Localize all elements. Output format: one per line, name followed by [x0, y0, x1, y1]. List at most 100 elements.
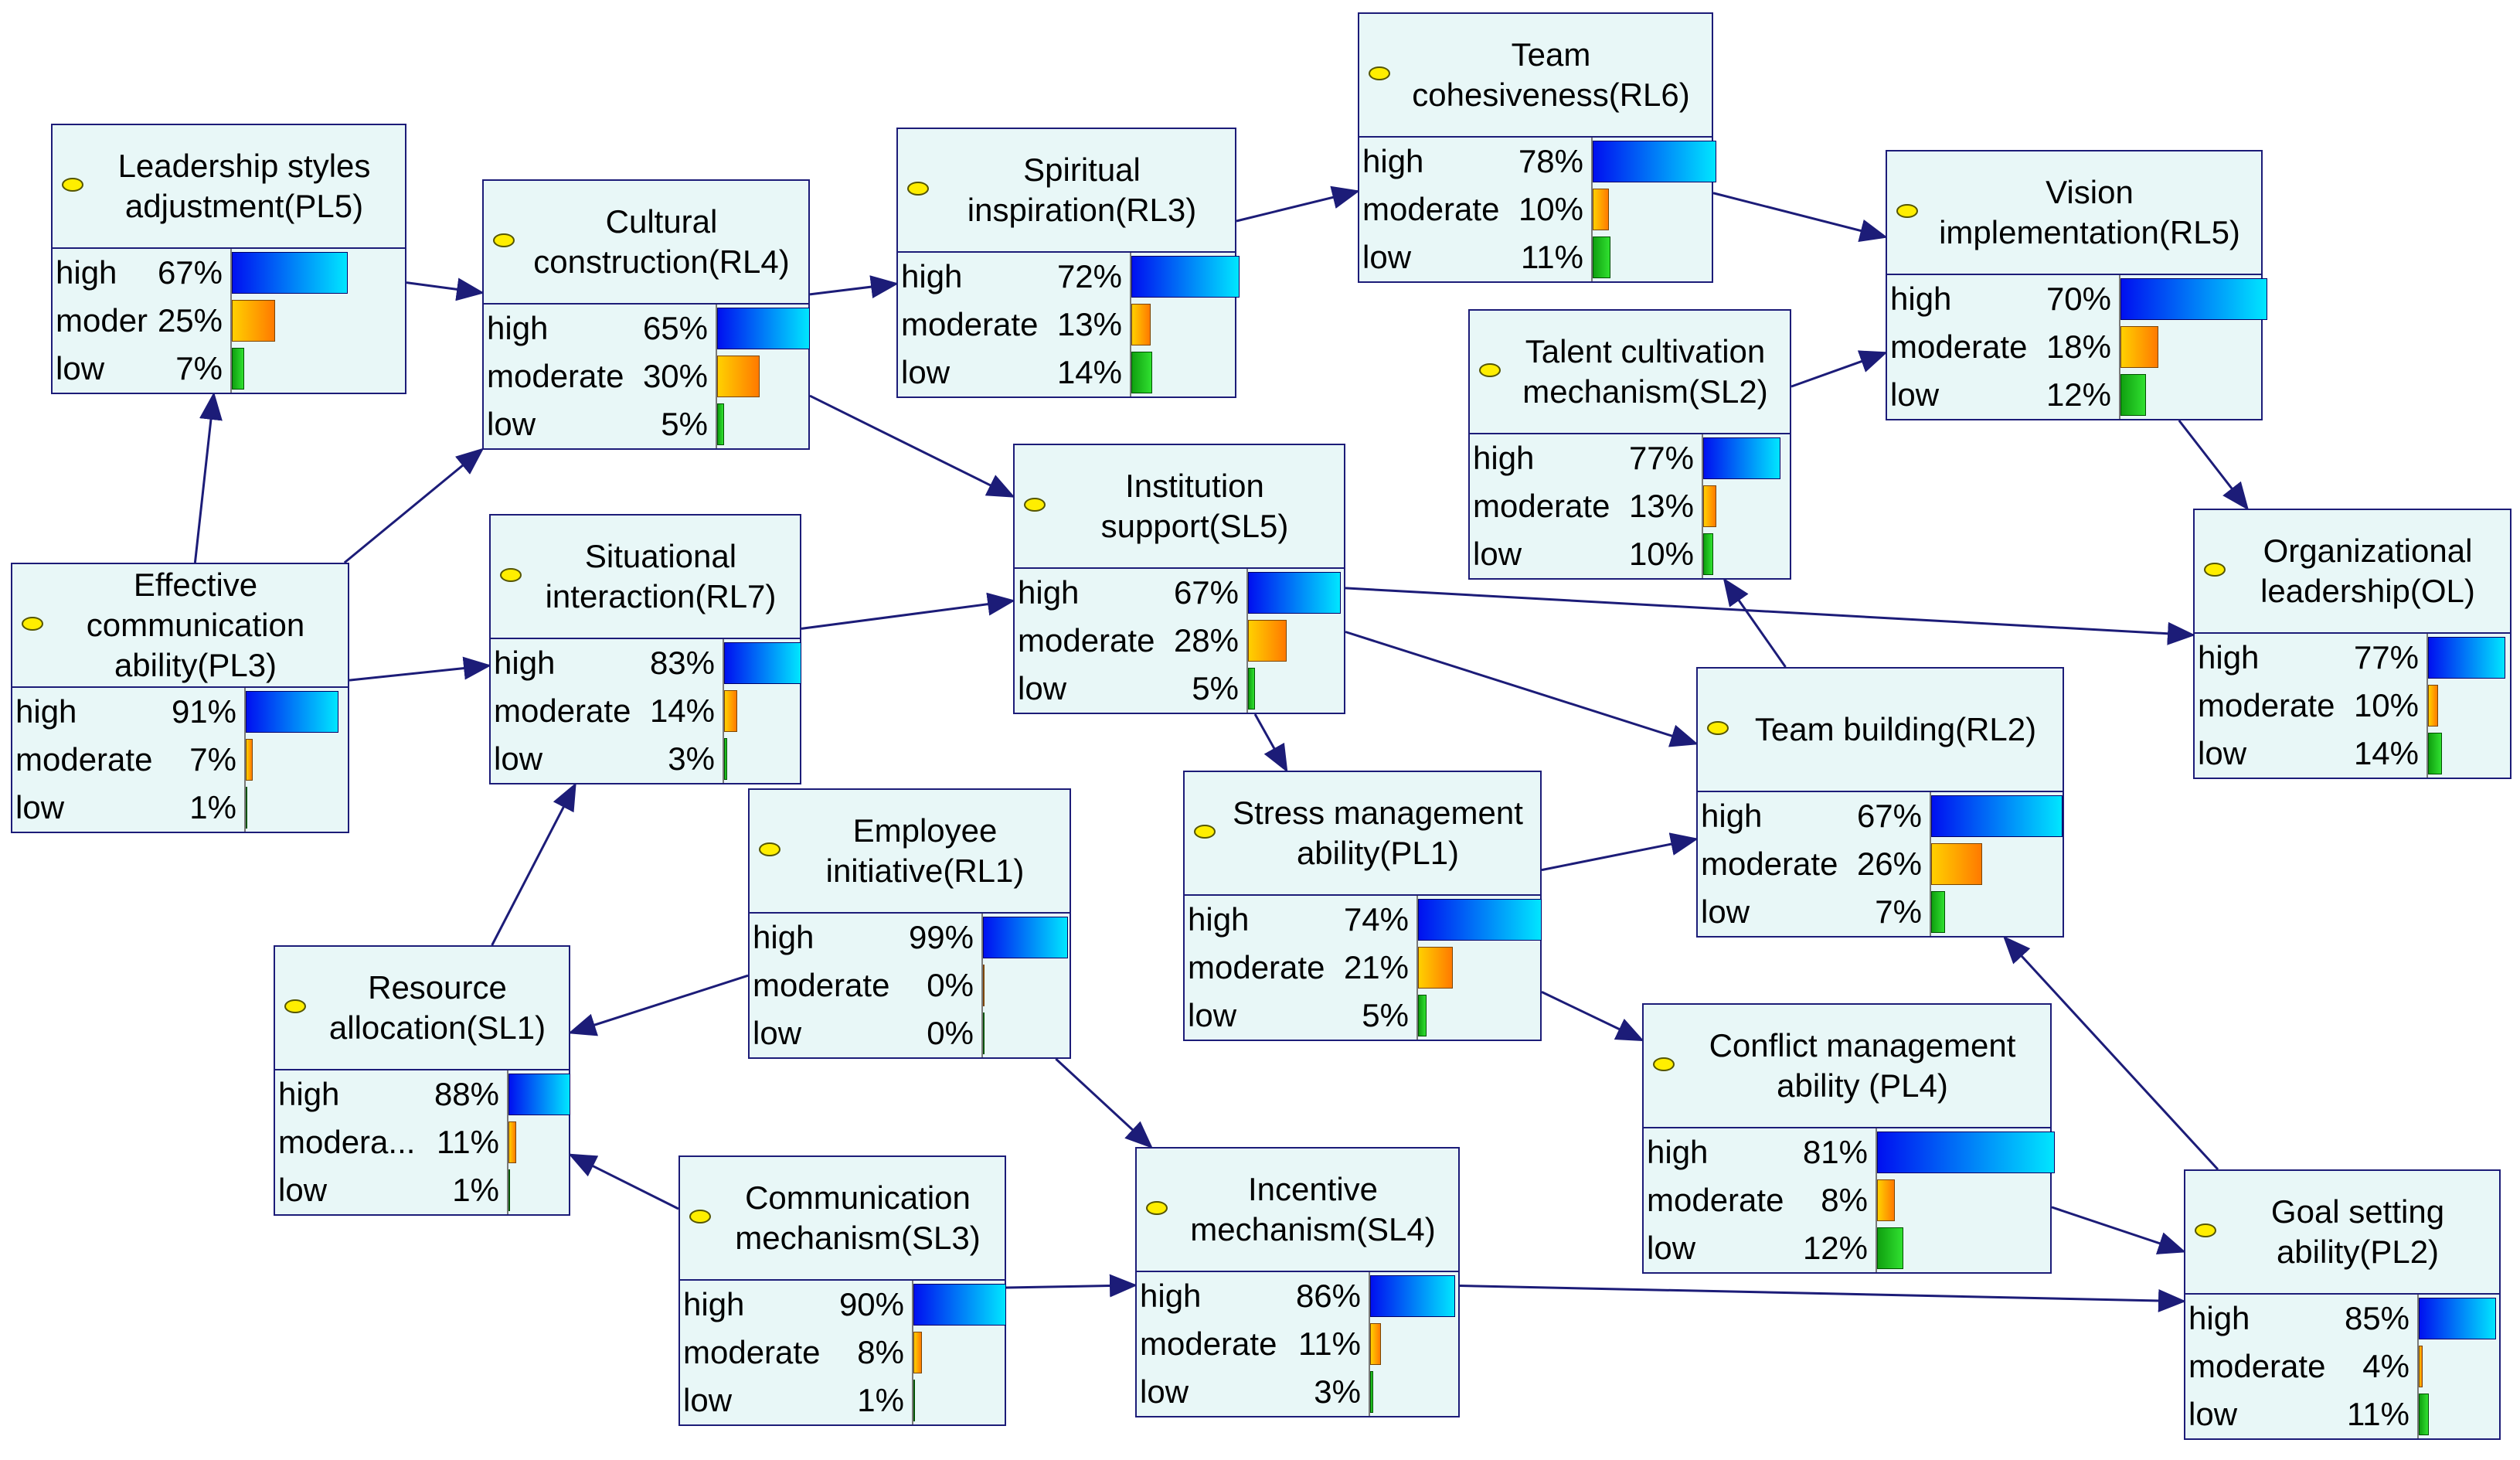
state-label: moderate: [2198, 687, 2335, 723]
state-value: 72%: [1056, 258, 1122, 294]
edge-rl1-to-sl4: [1055, 1057, 1153, 1149]
probability-bar-low: [232, 348, 244, 390]
state-value: 21%: [1343, 949, 1409, 985]
node-title-line: mechanism(SL4): [1190, 1211, 1436, 1247]
state-value: 74%: [1343, 901, 1409, 938]
bar-track: [1130, 253, 1240, 301]
edge-sl5-to-pl1: [1253, 713, 1288, 773]
state-label: moderate: [1890, 328, 2028, 365]
probability-bar-high: [2120, 278, 2267, 320]
state-label: low: [487, 406, 536, 442]
state-value: 30%: [642, 358, 708, 394]
node-title-line: Vision: [2046, 174, 2134, 210]
state-label: moderate: [1140, 1326, 1277, 1362]
edge-sl4-to-pl2: [1459, 1285, 2186, 1312]
probability-bar-high: [1931, 795, 2063, 837]
state-value: 8%: [1821, 1182, 1868, 1218]
bar-track: [244, 688, 348, 736]
node-title-line: Incentive: [1247, 1171, 1379, 1207]
bar-track: [1130, 301, 1235, 349]
state-label: low: [56, 350, 105, 386]
node-title-line: Organizational: [2263, 533, 2473, 569]
state-label: high: [1890, 281, 1952, 317]
probability-bar-low: [983, 1012, 985, 1054]
state-value: 1%: [189, 789, 236, 825]
state-label: moderate: [1362, 191, 1500, 227]
probability-bar-low: [508, 1169, 510, 1211]
state-label: high: [494, 645, 556, 681]
edge-pl4-to-pl2: [2051, 1206, 2186, 1254]
probability-bar-high: [2419, 1298, 2496, 1339]
edge-pl3-to-rl4: [343, 448, 485, 564]
node-title-line: Goal setting: [2270, 1193, 2445, 1230]
probability-bar-high: [1248, 572, 1341, 614]
bar-track: [1246, 665, 1344, 713]
node-title: Incentive mechanism(SL4): [1172, 1149, 1454, 1271]
edge-pl3-to-rl7: [349, 656, 491, 682]
node-title: Team building(RL2): [1733, 669, 2058, 791]
probability-bar-low: [1593, 237, 1610, 278]
bar-track: [507, 1166, 569, 1214]
probability-bar-moderate: [717, 356, 760, 397]
state-value: 85%: [2344, 1300, 2409, 1336]
bar-track: [2417, 1390, 2499, 1438]
state-value: 90%: [838, 1286, 904, 1322]
bar-track: [2426, 634, 2510, 682]
state-value: 0%: [927, 967, 974, 1003]
state-value: 7%: [1875, 893, 1922, 930]
probability-bar-high: [246, 691, 338, 733]
edge-sl1-to-rl7: [491, 782, 576, 946]
bar-track: [723, 735, 800, 783]
node-title-line: Institution: [1125, 468, 1264, 504]
status-dot-icon: [907, 182, 929, 196]
state-value: 5%: [1192, 670, 1239, 706]
probability-bar-low: [2428, 733, 2442, 774]
probability-bar-high: [1131, 256, 1240, 298]
bar-track: [1416, 992, 1540, 1040]
state-value: 86%: [1295, 1278, 1361, 1314]
state-label: high: [2188, 1300, 2250, 1336]
